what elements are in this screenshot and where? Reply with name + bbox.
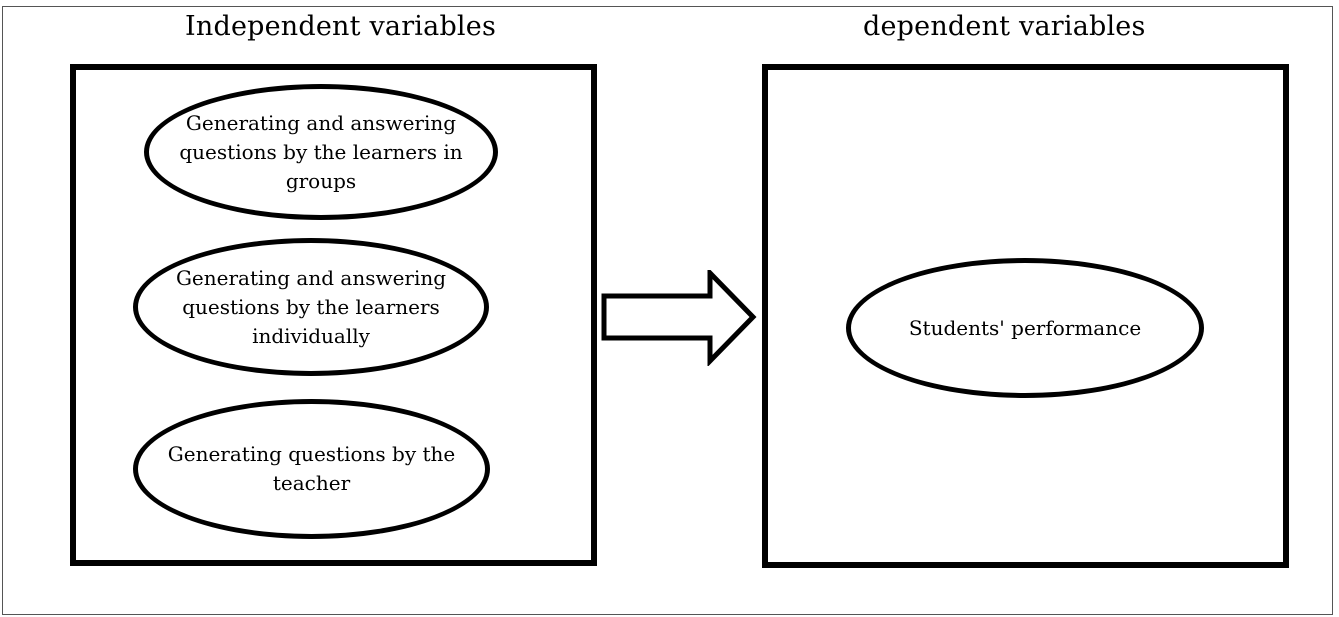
right-arrow-icon: [601, 270, 757, 366]
frame-right-line: [1332, 6, 1333, 615]
variable-ellipse-performance: Students' performance: [846, 258, 1204, 398]
dependent-variables-heading: dependent variables: [863, 11, 1146, 42]
variable-label-teacher: Generating questions by the teacher: [167, 442, 456, 495]
variable-label-performance: Students' performance: [908, 315, 1142, 340]
variable-ellipse-groups: Generating and answering questions by th…: [144, 84, 498, 220]
frame-left-line: [2, 6, 3, 615]
frame-top-line: [2, 6, 1333, 7]
variable-ellipse-individually: Generating and answering questions by th…: [133, 238, 489, 376]
variable-label-individually: Generating and answering questions by th…: [175, 265, 447, 348]
independent-variables-heading: Independent variables: [185, 11, 496, 42]
frame-bottom-line: [2, 614, 1333, 615]
variable-ellipse-teacher: Generating questions by the teacher: [133, 399, 490, 539]
variable-label-groups: Generating and answering questions by th…: [179, 110, 463, 193]
